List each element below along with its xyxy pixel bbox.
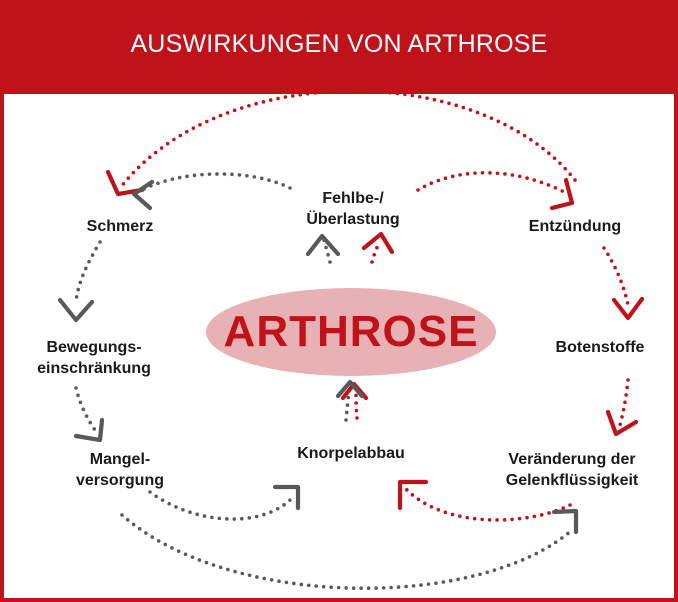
arthrose-ellipse <box>206 288 496 376</box>
node-mangel-line-1: Mangel- <box>89 451 151 468</box>
node-botenstoffe-label: Botenstoffe <box>555 339 645 356</box>
arrow-entzuendung-to-botenstoffe <box>602 246 630 307</box>
arrowhead-arthrose-gray <box>335 379 365 399</box>
arrowhead-fehlbelastung-red <box>361 231 395 255</box>
node-entzuendung: Entzündung <box>500 216 650 237</box>
node-fehlbelastung-line-1: Fehlbe-/ <box>322 190 384 207</box>
node-knorpel-label: Knorpelabbau <box>297 445 405 462</box>
node-schmerz-label: Schmerz <box>86 218 154 235</box>
node-gelenkfluessigkeit: Veränderung der Gelenkflüssigkeit <box>487 449 657 491</box>
arthrose-label: ARTHROSE <box>223 307 479 356</box>
node-mangelversorgung: Mangel- versorgung <box>50 449 190 491</box>
arrow-mangel-to-gelenk-long <box>120 513 574 591</box>
node-entzuendung-label: Entzündung <box>528 218 622 235</box>
node-fehlbelastung: Fehlbe-/ Überlastung <box>268 188 438 230</box>
title-banner: AUSWIRKUNGEN VON ARTHROSE <box>0 0 678 94</box>
node-mangel-line-2: versorgung <box>75 472 164 489</box>
arrowhead-schmerz-red <box>105 169 145 197</box>
arrow-schmerz-to-bewegung <box>74 240 102 304</box>
arrow-fehlbelastung-to-entzuendung <box>416 170 570 196</box>
arrow-botenstoffe-to-gelenk <box>618 378 630 427</box>
arrow-entzuendung-to-schmerz-arc <box>118 89 577 190</box>
arrow-gelenk-to-knorpel <box>403 486 572 522</box>
arrowhead-knorpel-gray <box>272 484 301 511</box>
node-gelenk-line-2: Gelenkflüssigkeit <box>505 472 639 489</box>
node-knorpelabbau: Knorpelabbau <box>276 443 426 464</box>
arrowhead-gelenk-gray <box>551 508 579 535</box>
arrowhead-bewegung-gray <box>57 297 95 323</box>
arrow-knorpel-to-arthrose-red <box>354 390 359 420</box>
arrowhead-schmerz-gray <box>131 179 155 211</box>
arrowhead-knorpel-red <box>397 479 429 511</box>
arrow-bewegung-to-mangel <box>74 386 97 432</box>
arrowhead-gelenk-red <box>605 409 639 437</box>
arrow-mangel-to-knorpel <box>148 490 292 521</box>
node-fehlbelastung-line-2: Überlastung <box>306 211 400 228</box>
node-bewegung-line-1: Bewegungs- <box>46 339 142 356</box>
arrow-fehlbelastung-to-schmerz <box>140 172 292 192</box>
node-gelenk-line-1: Veränderung der <box>508 451 636 468</box>
arrowhead-entzuendung-red <box>549 177 575 211</box>
diagram-title: AUSWIRKUNGEN VON ARTHROSE <box>130 29 548 58</box>
node-bewegungseinschraenkung: Bewegungs- einschränkung <box>14 337 174 379</box>
arrow-arthrose-to-fehlbelastung-red <box>370 240 381 264</box>
arrow-knorpel-to-arthrose-gray <box>344 390 351 422</box>
arrowhead-mangel-gray <box>73 417 105 443</box>
arrowhead-botenstoffe-red <box>611 296 645 321</box>
node-schmerz: Schmerz <box>50 216 190 237</box>
node-bewegung-line-2: einschränkung <box>37 360 151 377</box>
arrowhead-fehlbelastung-gray <box>305 233 341 257</box>
node-botenstoffe: Botenstoffe <box>530 337 670 358</box>
